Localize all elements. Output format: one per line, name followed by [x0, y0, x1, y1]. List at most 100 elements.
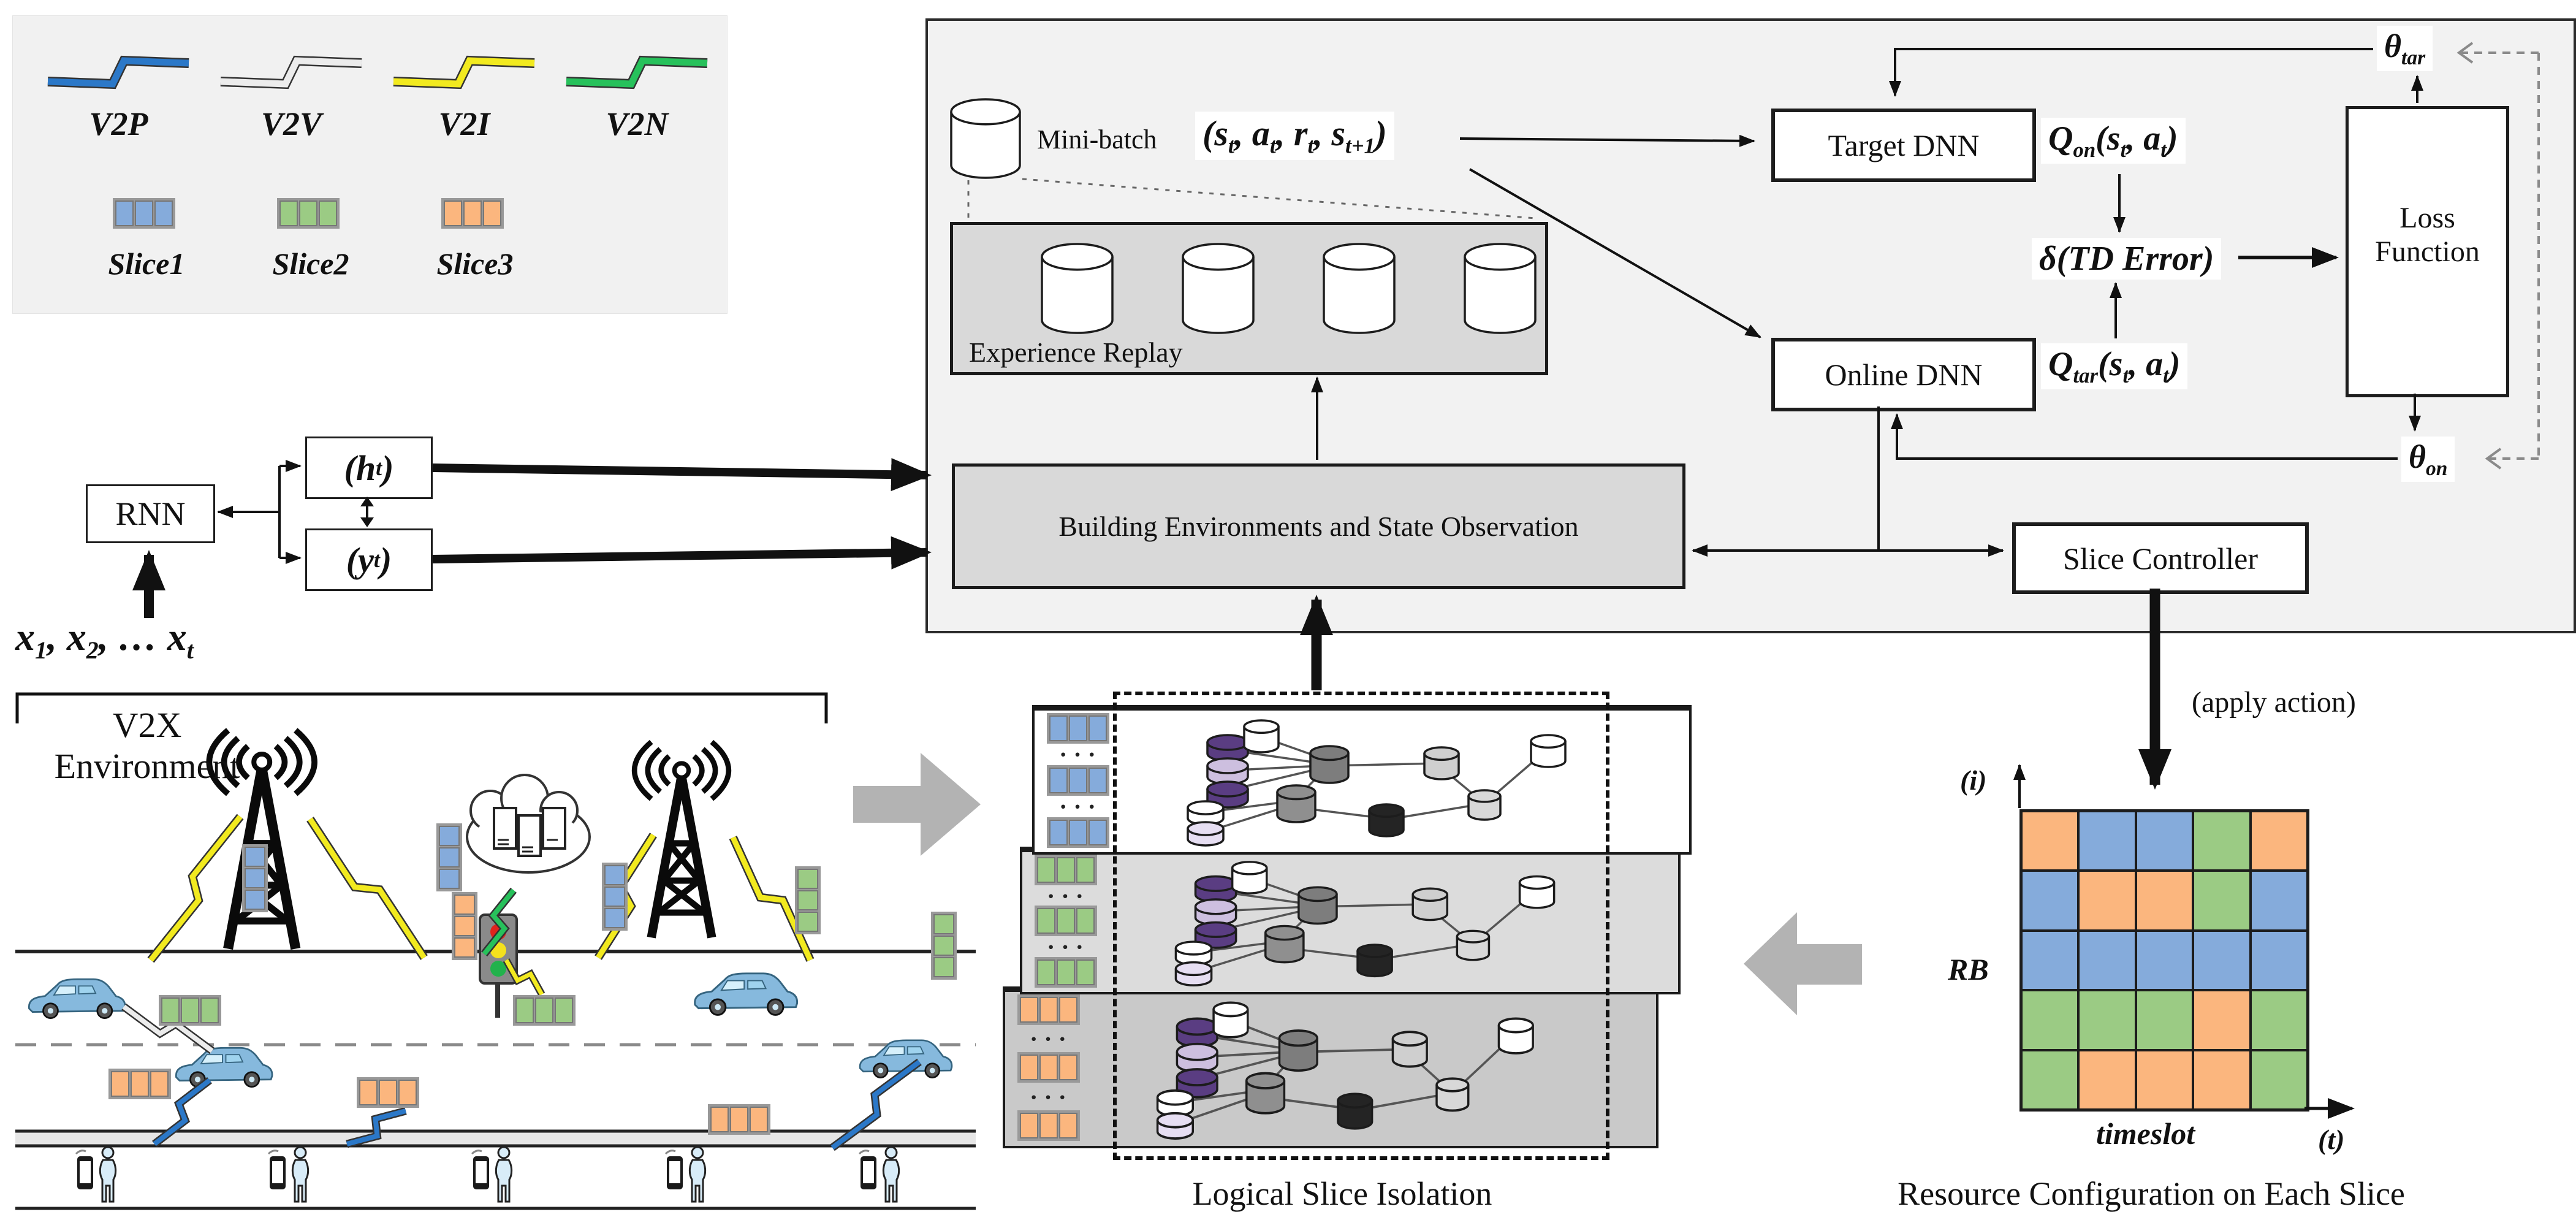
theta-target-label: θtar	[2377, 26, 2433, 71]
grid-timeslot-label: timeslot	[2096, 1116, 2195, 1151]
legend-slice-3: Slice3	[420, 194, 530, 281]
traffic-light-icon	[479, 913, 518, 1018]
v2n-bolt	[566, 55, 708, 90]
slice-queue-column: ······	[1030, 855, 1107, 989]
queue-block	[1047, 713, 1109, 744]
building-environments-label: Building Environments and State Observat…	[1058, 511, 1579, 542]
slice3-block-icon	[708, 1104, 770, 1135]
grid-i-axis-symbol: (i)	[1960, 765, 1987, 796]
grid-cell-r5c3	[2135, 1050, 2194, 1110]
slice3-queue-block	[1017, 1052, 1080, 1083]
ellipsis-dots: ···	[1029, 1025, 1073, 1053]
slice1-queue-block	[1047, 765, 1109, 796]
slice-queue-column: ······	[1042, 713, 1119, 849]
queue-block	[1017, 994, 1080, 1025]
grid-cell-r3c2	[2078, 930, 2136, 991]
grid-cell-r3c5	[2250, 930, 2308, 991]
slice1-block-icon	[436, 823, 462, 891]
network-node-cylinder	[1518, 875, 1556, 909]
slice3-queue-block	[1017, 1110, 1080, 1141]
slice1-block-icon	[113, 198, 175, 229]
network-node-cylinder	[1297, 886, 1338, 925]
virtual-network-graph	[1174, 861, 1556, 986]
online-dnn-box: Online DNN	[1771, 338, 2036, 411]
v2p-bolt	[346, 1107, 407, 1148]
network-node-cylinder	[1156, 1112, 1195, 1140]
virtual-network-graph	[1187, 719, 1567, 847]
network-node-cylinder	[1231, 861, 1268, 894]
network-node-cylinder	[1309, 745, 1350, 784]
network-node-cylinder	[1423, 746, 1460, 780]
slice2-queue-block	[1035, 855, 1097, 885]
v2p-bolt	[47, 55, 189, 90]
grid-cell-r4c5	[2250, 990, 2308, 1050]
grid-cell-r1c3	[2135, 811, 2194, 871]
v2i-bolt	[306, 817, 428, 960]
rnn-to-env-arrows	[432, 458, 932, 570]
network-node-cylinder	[1264, 925, 1305, 964]
grid-t-axis-symbol: (t)	[2318, 1124, 2345, 1155]
legend-slice-label: Slice2	[272, 246, 349, 281]
network-node-cylinder	[1206, 757, 1249, 785]
grid-cell-r2c2	[2078, 871, 2136, 931]
grid-cell-r2c5	[2250, 871, 2308, 931]
legend-link-label: V2I	[438, 105, 490, 142]
v2x-environment-title: V2X Environment	[54, 705, 240, 786]
grid-cell-r1c4	[2193, 811, 2251, 871]
network-node-cylinder	[1194, 898, 1237, 926]
slice2-block-icon	[795, 866, 821, 934]
target-dnn-box: Target DNN	[1771, 109, 2036, 182]
car-1	[28, 978, 126, 1020]
grid-cell-r3c3	[2135, 930, 2194, 991]
v2n-bolt	[481, 887, 517, 957]
grid-cell-r4c3	[2135, 990, 2194, 1050]
v2p-bolt	[830, 1058, 922, 1151]
logical-slice-isolation-caption: Logical Slice Isolation	[1192, 1175, 1492, 1212]
slice1-block-icon	[242, 844, 268, 912]
network-node-cylinder	[1356, 944, 1393, 978]
ellipsis-dots: ···	[1058, 793, 1103, 821]
slice3-block-icon	[357, 1077, 419, 1108]
grid-cell-r5c4	[2193, 1050, 2251, 1110]
virtual-network-graph	[1156, 1001, 1534, 1140]
input-sequence-label: x1, x2, … xt	[15, 615, 194, 664]
grid-cell-r3c1	[2021, 930, 2079, 991]
slice-panel-1: ······	[1032, 705, 1692, 855]
legend-slice-block	[277, 198, 340, 229]
slice2-queue-block	[1035, 956, 1097, 988]
base-station-2	[634, 742, 729, 937]
q-target-label: Qtar(st, at)	[2041, 343, 2188, 390]
legend-link-label: V2V	[260, 105, 322, 142]
network-node-cylinder	[1212, 1001, 1249, 1039]
pedestrian-2	[267, 1146, 310, 1203]
grid-cell-r4c2	[2078, 990, 2136, 1050]
legend-link-v2n: V2N	[559, 44, 715, 143]
grid-cell-r2c4	[2193, 871, 2251, 931]
network-node-cylinder	[1245, 1072, 1286, 1115]
v2v-bolt	[220, 55, 362, 90]
slice2-block-icon	[159, 995, 221, 1026]
network-node-cylinder	[1497, 1017, 1534, 1054]
grid-rb-label: RB	[1948, 952, 1989, 986]
grid-cell-r1c2	[2078, 811, 2136, 871]
car-4	[859, 1039, 953, 1078]
slice1-queue-block	[1047, 817, 1109, 848]
network-node-cylinder	[1206, 734, 1249, 762]
queue-block	[1035, 956, 1097, 988]
network-node-cylinder	[1176, 1017, 1218, 1048]
scene-to-isolation-arrow	[853, 753, 981, 856]
network-node-cylinder	[1435, 1077, 1470, 1112]
grid-cell-r1c5	[2250, 811, 2308, 871]
grid-cell-r1c1	[2021, 811, 2079, 871]
v2i-bolt	[729, 836, 815, 962]
slice2-block-icon	[513, 995, 576, 1026]
network-node-cylinder	[1530, 734, 1567, 768]
queue-block	[1047, 765, 1109, 796]
network-node-cylinder	[1187, 800, 1225, 826]
grid-cell-r5c1	[2021, 1050, 2079, 1110]
network-node-cylinder	[1194, 921, 1237, 949]
legend-link-v2p: V2P	[40, 44, 197, 143]
car-3	[694, 972, 799, 1016]
cloud-server-icon	[466, 774, 591, 874]
